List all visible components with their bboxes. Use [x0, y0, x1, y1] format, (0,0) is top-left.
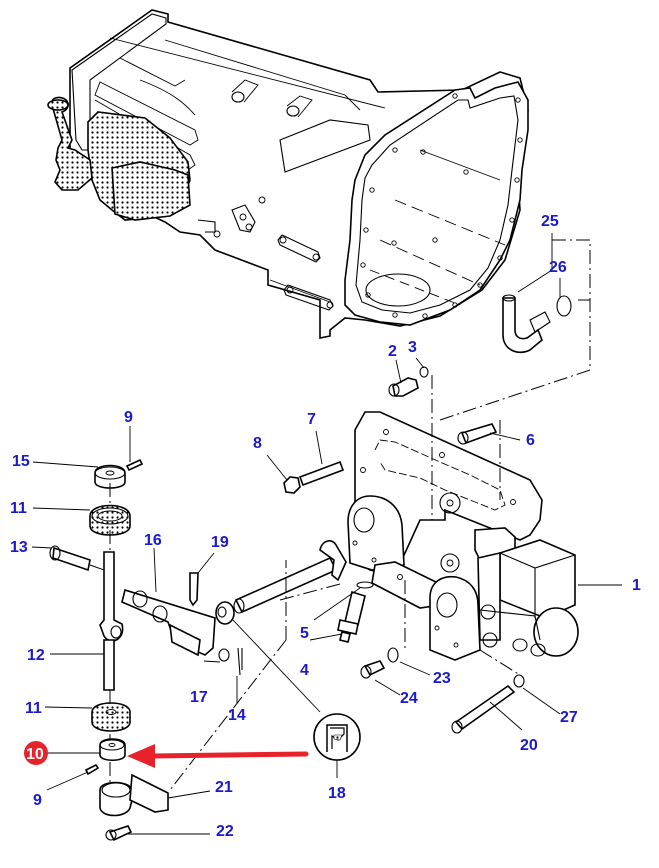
elbow-fitting	[502, 294, 551, 354]
washer	[387, 647, 399, 663]
part-label-13[interactable]: 13	[10, 539, 28, 556]
part-label-18[interactable]: 18	[328, 785, 346, 802]
part-label-11[interactable]: 11	[25, 700, 42, 717]
part-label-22[interactable]: 22	[216, 823, 234, 840]
bolt	[363, 660, 386, 677]
part-label-6[interactable]: 6	[526, 432, 535, 449]
bolt	[108, 825, 133, 842]
part-label-7[interactable]: 7	[307, 411, 316, 428]
seal	[215, 601, 235, 625]
gasket	[356, 581, 374, 589]
washer	[419, 366, 429, 378]
part-label-24[interactable]: 24	[400, 690, 418, 707]
stud	[298, 460, 345, 487]
part-label-2[interactable]: 2	[388, 343, 397, 360]
nut	[283, 476, 301, 494]
part-label-12[interactable]: 12	[27, 647, 45, 664]
cotter-pin	[237, 647, 243, 676]
long-bolt	[454, 684, 516, 731]
part-label-20[interactable]: 20	[520, 737, 538, 754]
lift-arm	[121, 588, 216, 657]
flange-holes	[360, 93, 523, 319]
lever-bracket	[99, 773, 169, 817]
part-label-27[interactable]: 27	[560, 709, 578, 726]
part-label-17[interactable]: 17	[190, 689, 208, 706]
part-label-3[interactable]: 3	[408, 339, 417, 356]
roll-pin	[125, 458, 144, 472]
part-label-8[interactable]: 8	[253, 435, 262, 452]
part-label-5[interactable]: 5	[300, 625, 309, 642]
bolt	[189, 572, 199, 607]
leader-lines	[31, 233, 622, 835]
screw	[392, 377, 419, 397]
part-label-19[interactable]: 19	[211, 534, 229, 551]
part-label-14[interactable]: 14	[228, 707, 246, 724]
part-label-25[interactable]: 25	[541, 213, 559, 230]
seal-cross-section-icon	[326, 724, 348, 752]
roll-pin	[84, 763, 100, 776]
part-label-23[interactable]: 23	[433, 670, 451, 687]
bolt	[460, 423, 498, 445]
rocker-shaft	[233, 540, 347, 614]
part-label-10[interactable]: 10	[26, 746, 44, 763]
assembly-lines	[89, 239, 591, 791]
part-label-21[interactable]: 21	[215, 779, 233, 796]
o-ring	[556, 295, 572, 317]
transmission-housing	[69, 9, 529, 339]
part-label-9[interactable]: 9	[124, 409, 133, 426]
part-labels: 1 2 3 4 5 6 7 8 9 9 10 11 11 12 13 14 15…	[10, 213, 641, 840]
part-label-15[interactable]: 15	[12, 453, 30, 470]
collar	[94, 464, 126, 489]
part-label-26[interactable]: 26	[549, 259, 567, 276]
washer	[218, 648, 230, 662]
part-label-1[interactable]: 1	[632, 577, 641, 594]
highlight-badge	[24, 741, 48, 765]
washer	[513, 674, 525, 688]
part-label-4[interactable]: 4	[300, 662, 309, 679]
part-label-11[interactable]: 11	[10, 500, 27, 517]
rubber-bushing	[89, 504, 131, 536]
part-label-16[interactable]: 16	[144, 532, 162, 549]
rubber-bushing	[91, 702, 131, 732]
switch	[344, 590, 366, 626]
red-arrow-left-icon	[127, 744, 309, 768]
lift-cover-assembly	[347, 411, 579, 661]
part-label-9[interactable]: 9	[33, 792, 42, 809]
lift-rod	[99, 551, 124, 691]
seal-detail-callout	[313, 713, 361, 761]
lift-valve-assembly	[47, 96, 191, 221]
clevis-pin	[52, 546, 91, 572]
